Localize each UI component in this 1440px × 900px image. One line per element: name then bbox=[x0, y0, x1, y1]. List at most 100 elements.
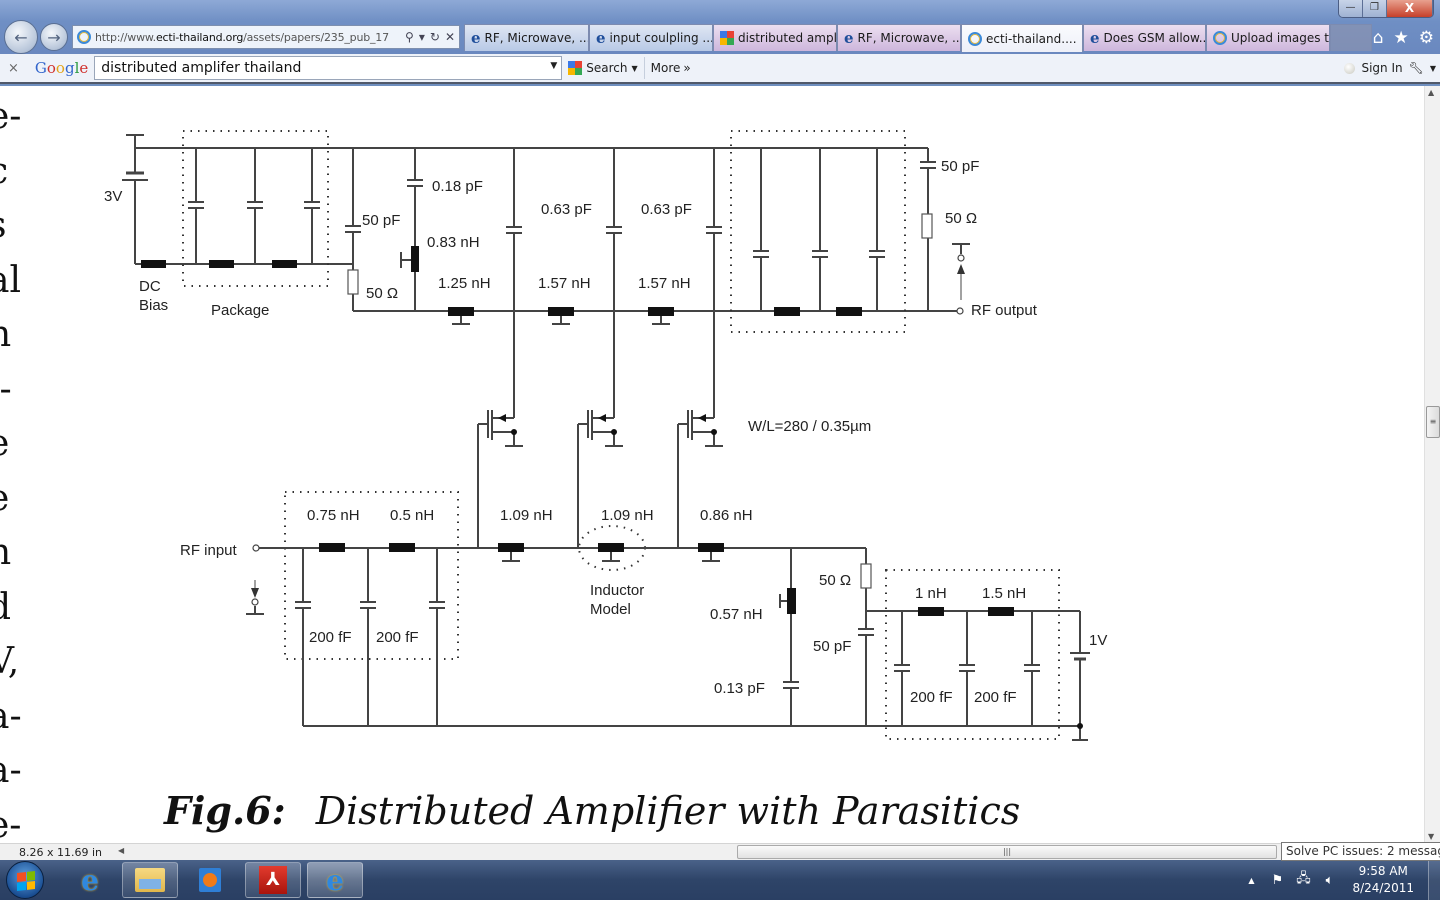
refresh-icon[interactable]: ↻ bbox=[429, 30, 440, 44]
clock[interactable]: 9:58 AM 8/24/2011 bbox=[1352, 863, 1414, 897]
show-desktop-button[interactable] bbox=[1428, 860, 1440, 900]
inductor-out-pkg-2 bbox=[836, 307, 862, 316]
new-tab-button[interactable] bbox=[1330, 24, 1372, 51]
text-fragment: e- bbox=[0, 96, 22, 137]
sign-in-icon bbox=[1344, 62, 1356, 74]
minimize-button[interactable]: — bbox=[1339, 0, 1363, 17]
back-button[interactable]: ← bbox=[4, 20, 38, 54]
show-hidden-icons-icon[interactable]: ▲ bbox=[1248, 875, 1255, 885]
label-15nh: 1.5 nH bbox=[982, 585, 1026, 602]
label-157nh-a: 1.57 nH bbox=[538, 275, 591, 292]
label-109nh-b: 1.09 nH bbox=[601, 507, 654, 524]
taskbar-internet-explorer-active[interactable]: e bbox=[307, 862, 363, 898]
ie-e-icon: e bbox=[844, 29, 854, 47]
scroll-left-icon[interactable]: ◀ bbox=[118, 846, 125, 855]
chevron-down-icon[interactable]: ▼ bbox=[1429, 63, 1436, 73]
label-057nh: 0.57 nH bbox=[710, 606, 763, 623]
inductor-05nh bbox=[389, 543, 415, 552]
stop-icon[interactable]: ✕ bbox=[444, 30, 455, 44]
taskbar-media-player[interactable] bbox=[182, 862, 238, 898]
search-button[interactable]: Search▼ bbox=[568, 61, 638, 75]
text-fragment: e bbox=[0, 417, 22, 472]
browser-command-icons: ⌂ ★ ⚙ bbox=[1373, 28, 1434, 48]
back-arrow-icon: ← bbox=[14, 27, 28, 47]
inductor-157nh-a bbox=[548, 307, 574, 316]
adobe-reader-icon: ⅄ bbox=[259, 866, 287, 894]
inductor-1nh bbox=[918, 607, 944, 616]
taskbar-adobe-reader[interactable]: ⅄ bbox=[245, 862, 301, 898]
browser-titlebar: ← → http://www.ecti-thailand.org/assets/… bbox=[0, 0, 1440, 54]
wrench-icon[interactable]: 🔧︎ bbox=[1408, 61, 1424, 75]
figure-caption: Fig.6:Distributed Amplifier with Parasit… bbox=[164, 788, 1020, 833]
favorites-star-icon[interactable]: ★ bbox=[1393, 28, 1409, 48]
vertical-scrollbar[interactable]: ▲ ≡ ▼ bbox=[1424, 86, 1440, 843]
google-logo: Google bbox=[34, 59, 89, 77]
label-50ohm-bottom: 50 Ω bbox=[819, 572, 851, 589]
google-search-input[interactable]: distributed amplifer thailand▼ bbox=[94, 56, 563, 80]
home-icon[interactable]: ⌂ bbox=[1372, 28, 1384, 48]
scroll-up-icon[interactable]: ▲ bbox=[1428, 88, 1435, 97]
sign-in-button[interactable]: Sign In bbox=[1361, 61, 1403, 75]
label-200ff-c: 200 fF bbox=[910, 689, 953, 706]
inductor-15nh bbox=[988, 607, 1014, 616]
action-center-flag-icon[interactable]: ⚑ bbox=[1271, 872, 1284, 888]
internet-explorer-icon: e bbox=[326, 863, 344, 897]
close-toolbar-icon[interactable]: × bbox=[8, 60, 19, 76]
network-icon[interactable]: 🖧︎ bbox=[1296, 871, 1311, 886]
text-fragment: d bbox=[0, 581, 22, 636]
google-icon bbox=[568, 61, 583, 75]
text-fragment: n bbox=[0, 308, 22, 363]
label-inductor: Inductor bbox=[590, 582, 644, 599]
resistor-50ohm-right bbox=[921, 213, 933, 239]
inductor-109nh-b bbox=[598, 543, 624, 552]
inductor-083nh bbox=[411, 246, 419, 272]
volume-icon[interactable]: 🔈︎ bbox=[1325, 872, 1334, 888]
tab-ecti-thailand[interactable]: ecti-thailand....✕ bbox=[961, 24, 1083, 52]
tab-title: input coulpling ... bbox=[609, 31, 713, 45]
start-button[interactable] bbox=[6, 861, 44, 899]
label-125nh: 1.25 nH bbox=[438, 275, 491, 292]
url-domain: ecti-thailand.org bbox=[155, 30, 244, 44]
close-window-button[interactable]: X bbox=[1387, 0, 1433, 17]
media-player-icon bbox=[199, 868, 221, 892]
more-button[interactable]: More» bbox=[651, 61, 691, 75]
label-rf-output: RF output bbox=[971, 302, 1038, 319]
tab-upload-images[interactable]: Upload images t... bbox=[1206, 24, 1330, 51]
label-200ff-a: 200 fF bbox=[309, 629, 352, 646]
clock-date: 8/24/2011 bbox=[1352, 881, 1414, 895]
inductor-package-1 bbox=[209, 260, 234, 268]
address-bar[interactable]: http://www.ecti-thailand.org/assets/pape… bbox=[72, 25, 460, 49]
restore-button[interactable]: ❐ bbox=[1363, 0, 1387, 17]
system-tray: ▲ ⚑ 🖧︎ 🔈︎ 9:58 AM 8/24/2011 bbox=[1248, 860, 1440, 900]
taskbar-windows-explorer[interactable] bbox=[122, 862, 178, 898]
chevron-down-icon[interactable]: ▼ bbox=[550, 61, 558, 71]
label-package: Package bbox=[211, 302, 269, 319]
tab-distributed-ampl[interactable]: distributed ampl... bbox=[713, 24, 837, 51]
package-box-output bbox=[730, 130, 906, 333]
vertical-scroll-thumb[interactable]: ≡ bbox=[1426, 406, 1440, 438]
tools-gear-icon[interactable]: ⚙ bbox=[1418, 28, 1434, 48]
label-086nh: 0.86 nH bbox=[700, 507, 753, 524]
dropdown-icon[interactable]: ▾ bbox=[418, 30, 425, 44]
circuit-diagram: 3V DC Bias Package 50 pF 50 Ω 0.18 pF 0.… bbox=[104, 130, 1107, 741]
transistors bbox=[477, 405, 723, 548]
text-fragment: V, bbox=[0, 641, 20, 682]
search-icon[interactable]: ⚲ bbox=[405, 30, 414, 44]
taskbar-internet-explorer[interactable]: e bbox=[62, 862, 118, 898]
label-bias: Bias bbox=[139, 297, 168, 314]
ie-icon bbox=[968, 31, 982, 46]
horizontal-scroll-thumb[interactable]: ||| bbox=[737, 845, 1277, 859]
inductor-out-pkg-1 bbox=[774, 307, 800, 316]
text-fragment: c bbox=[0, 145, 22, 200]
tab-title: ecti-thailand.... bbox=[986, 31, 1077, 46]
scroll-down-icon[interactable]: ▼ bbox=[1428, 832, 1435, 841]
page-size-readout: 8.26 x 11.69 in bbox=[19, 846, 103, 859]
toolbar-divider bbox=[643, 57, 645, 79]
url-prefix: http://www. bbox=[95, 30, 156, 44]
forward-button[interactable]: → bbox=[40, 23, 68, 51]
